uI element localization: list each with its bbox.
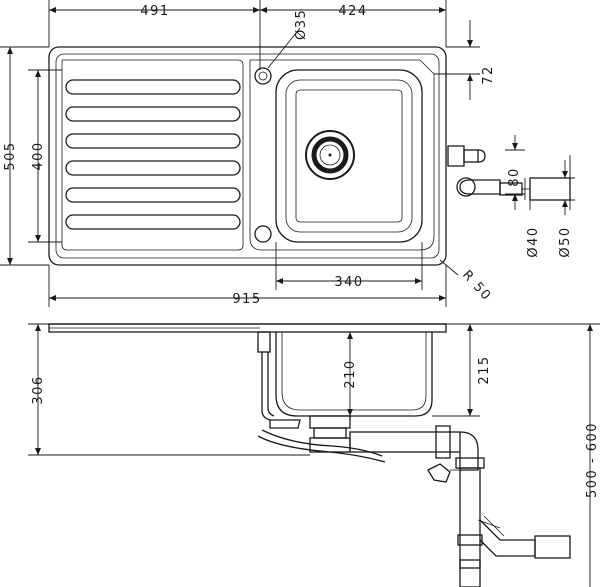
dim-340: 340 <box>334 275 363 290</box>
dim-505: 505 <box>3 141 18 170</box>
bowl-outer <box>275 69 423 243</box>
dim-210: 210 <box>343 359 358 388</box>
dim-500-600: 500 - 600 <box>585 422 600 498</box>
dim-80: 80 <box>507 167 522 187</box>
dim-radius: R 50 <box>459 268 494 305</box>
dim-424: 424 <box>338 4 367 19</box>
vertical-pipe <box>459 467 481 569</box>
drain-body <box>309 415 351 429</box>
dim-215: 215 <box>477 355 492 384</box>
sink-top-view <box>0 0 575 307</box>
side-valve <box>427 463 451 483</box>
dim-400: 400 <box>31 141 46 170</box>
drain-icon <box>305 130 355 180</box>
overflow-hole <box>254 225 272 243</box>
branch-pipe <box>479 519 536 557</box>
sink-inner-rim <box>55 53 440 259</box>
dim-pipe-50: Ø50 <box>558 226 573 257</box>
pipe-fitting-top <box>447 145 571 201</box>
dim-tap-hole-diameter: Ø35 <box>294 9 309 40</box>
bowl-profile <box>275 332 433 417</box>
drain-pipe <box>349 431 461 453</box>
drainer-area <box>61 59 244 251</box>
overflow-hose <box>257 435 386 463</box>
sink-outline <box>48 46 447 266</box>
sink-side-view <box>28 323 600 587</box>
tap-hole-pipe <box>257 331 271 353</box>
drainer-grooves <box>65 79 241 230</box>
dim-72: 72 <box>481 65 496 85</box>
bowl-floor <box>295 89 403 223</box>
bowl-plateau <box>249 59 435 251</box>
dim-491: 491 <box>140 4 169 19</box>
dim-306: 306 <box>31 375 46 404</box>
dim-pipe-40: Ø40 <box>526 226 541 257</box>
tap-hole <box>254 67 272 85</box>
dim-915: 915 <box>232 292 261 307</box>
